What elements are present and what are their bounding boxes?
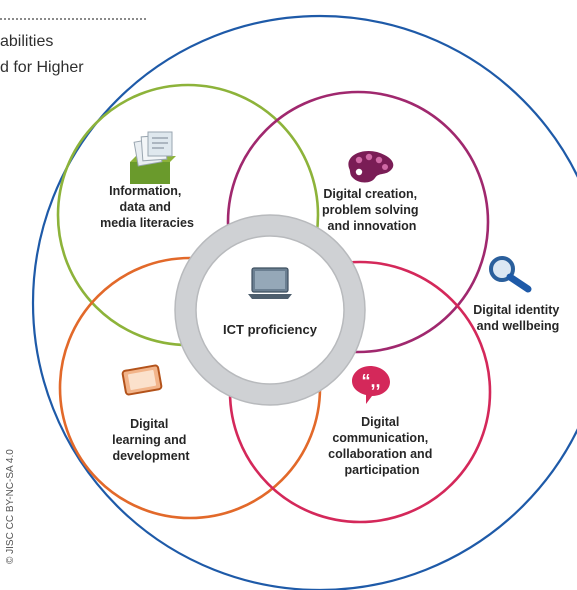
label-communication-line-4: participation	[344, 463, 419, 477]
label-digital-identity: Digital identity and wellbeing	[473, 303, 563, 333]
copyright-notice: © JISC CC BY-NC-SA 4.0	[5, 449, 16, 564]
circle-digital-creation	[226, 90, 490, 354]
label-creation-line-3: and innovation	[328, 219, 417, 233]
title-divider	[0, 18, 146, 20]
title-line-1: abilities	[0, 33, 54, 50]
label-identity-line-1: Digital identity	[473, 303, 559, 317]
label-digital-creation: Digital creation, problem solving and in…	[322, 187, 422, 233]
paint-palette-icon	[348, 150, 394, 183]
label-identity-line-2: and wellbeing	[477, 319, 560, 333]
label-creation-line-2: problem solving	[322, 203, 419, 217]
magnifying-glass-icon	[489, 256, 532, 293]
laptop-icon	[248, 267, 292, 299]
label-digital-communication: Digital communication, collaboration and…	[328, 415, 436, 477]
label-communication-line-1: Digital	[361, 415, 399, 429]
label-information-line-3: media literacies	[100, 216, 194, 230]
center-label: ICT proficiency	[223, 322, 318, 337]
label-digital-learning: Digital learning and development	[112, 417, 190, 463]
label-learning-line-1: Digital	[130, 417, 168, 431]
label-communication-line-2: communication,	[332, 431, 428, 445]
label-information-literacies: Information, data and media literacies	[100, 184, 194, 230]
label-learning-line-2: learning and	[112, 433, 186, 447]
speech-bubble-icon: “,,	[352, 366, 390, 404]
title-line-2: d for Higher	[0, 59, 84, 76]
label-information-line-1: Information,	[109, 184, 181, 198]
label-communication-line-3: collaboration and	[328, 447, 432, 461]
label-learning-line-3: development	[112, 449, 190, 463]
tablet-icon	[121, 364, 163, 396]
ict-inner-circle	[195, 235, 345, 385]
outer-circle	[31, 14, 577, 590]
svg-text:“,,: “,,	[361, 371, 380, 391]
label-information-line-2: data and	[120, 200, 171, 214]
documents-icon	[130, 131, 176, 184]
label-creation-line-1: Digital creation,	[323, 187, 417, 201]
